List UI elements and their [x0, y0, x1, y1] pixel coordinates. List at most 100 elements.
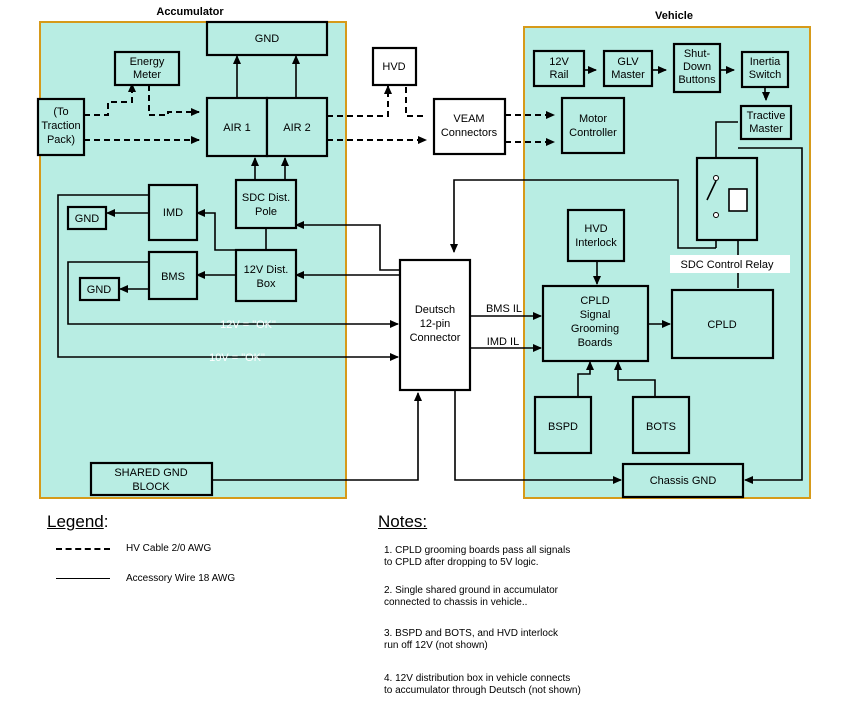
hvd-box — [371, 46, 418, 87]
gnd-imd-box — [66, 205, 108, 231]
hvd-interlock-label-2: Interlock — [575, 237, 617, 249]
deutsch-label-2: 12-pin — [420, 318, 451, 330]
vehicle-title: Vehicle — [655, 10, 693, 22]
chassis-gnd-box — [621, 462, 745, 499]
relay-switch-arm — [706, 180, 717, 201]
inertia-switch-label-1: Inertia — [750, 56, 781, 68]
hvd-interlock-box — [566, 208, 626, 263]
air2-box — [265, 96, 329, 158]
veam-label-2: Connectors — [441, 127, 498, 139]
imd-il-label: IMD IL — [487, 336, 519, 348]
dist-box-label-2: Box — [257, 278, 276, 290]
legend-wire-row: Accessory Wire 18 AWG — [56, 573, 235, 584]
shared-gnd-label-1: SHARED GND — [114, 467, 187, 479]
glv-master-box — [602, 49, 654, 88]
imd-label: IMD — [163, 207, 183, 219]
deutsch-connector-box — [398, 258, 472, 392]
sdc-pole-label-2: Pole — [255, 206, 277, 218]
hvd-interlock-label-1: HVD — [584, 223, 607, 235]
traction-pack-label-1: (To — [53, 106, 68, 118]
motor-controller-label-1: Motor — [579, 113, 607, 125]
gnd-bms-label: GND — [87, 284, 112, 296]
shutdown-label-2: Down — [683, 61, 711, 73]
energy-meter-box — [113, 50, 181, 87]
note-4: 4. 12V distribution box in vehicle conne… — [384, 673, 581, 696]
relay-coil — [728, 188, 748, 212]
grooming-label-2: Signal — [580, 309, 611, 321]
legend-title-text: Legend — [47, 512, 104, 531]
note-2: 2. Single shared ground in accumulator c… — [384, 585, 558, 608]
dist-box-12v — [234, 248, 298, 303]
deutsch-label-1: Deutsch — [415, 304, 455, 316]
sdc-control-relay-box — [695, 156, 759, 242]
gnd-top-label: GND — [255, 33, 280, 45]
ok-12v-label: 12V = "OK" — [220, 319, 276, 331]
air1-box — [205, 96, 269, 158]
legend-title: Legend: — [47, 512, 108, 532]
motor-controller-box — [560, 96, 626, 155]
gnd-top-box — [205, 20, 329, 57]
veam-label-1: VEAM — [453, 113, 484, 125]
sdc-dist-pole-box — [234, 178, 298, 230]
notes-title: Notes: — [378, 512, 428, 531]
sdc-pole-label-1: SDC Dist. — [242, 192, 290, 204]
bots-box — [631, 395, 691, 455]
shutdown-buttons-box — [672, 42, 722, 94]
legend-title-colon: : — [103, 512, 109, 531]
rail-12v-label-1: 12V — [549, 56, 569, 68]
bms-label: BMS — [161, 271, 185, 283]
sdc-relay-label: SDC Control Relay — [681, 259, 774, 271]
shutdown-label-1: Shut- — [684, 48, 711, 60]
grooming-label-1: CPLD — [580, 295, 609, 307]
gnd-bms-box — [78, 276, 121, 302]
bspd-box — [533, 395, 593, 455]
motor-controller-label-2: Controller — [569, 127, 617, 139]
grooming-label-4: Boards — [578, 337, 613, 349]
solid-line-swatch — [56, 578, 110, 579]
shared-gnd-label-2: BLOCK — [132, 481, 170, 493]
dashed-line-swatch — [56, 547, 110, 550]
relay-contact-top — [713, 175, 719, 181]
cpld-box — [670, 288, 775, 360]
energy-meter-label-2: Meter — [133, 69, 161, 81]
shared-gnd-block — [89, 461, 214, 497]
traction-pack-label-3: Pack) — [47, 134, 75, 146]
note-1: 1. CPLD grooming boards pass all signals… — [384, 545, 571, 568]
sdc-relay-label-bg — [670, 255, 790, 273]
dist-box-label-1: 12V Dist. — [244, 264, 289, 276]
tractive-master-label-2: Master — [749, 123, 783, 135]
bms-il-label: BMS IL — [486, 303, 522, 315]
energy-meter-label-1: Energy — [130, 56, 165, 68]
rail-12v-box — [532, 49, 586, 88]
accumulator-title: Accumulator — [156, 6, 224, 18]
bms-box — [147, 250, 199, 301]
glv-master-label-2: Master — [611, 69, 645, 81]
cpld-label: CPLD — [707, 319, 736, 331]
ok-10v-label: 10V = "OK" — [209, 352, 265, 364]
glv-master-label-1: GLV — [617, 56, 639, 68]
inertia-switch-box — [740, 50, 790, 89]
bots-label: BOTS — [646, 421, 676, 433]
rail-12v-label-2: Rail — [550, 69, 569, 81]
cpld-grooming-box — [541, 284, 650, 363]
veam-connectors-box — [432, 97, 507, 156]
tractive-master-label-1: Tractive — [747, 110, 786, 122]
shutdown-label-3: Buttons — [678, 74, 716, 86]
gnd-imd-label: GND — [75, 213, 100, 225]
legend-hv-label: HV Cable 2/0 AWG — [126, 543, 212, 554]
note-3: 3. BSPD and BOTS, and HVD interlock run … — [384, 628, 558, 651]
traction-pack-label-2: Traction — [41, 120, 80, 132]
relay-contact-bottom — [713, 212, 719, 218]
bspd-label: BSPD — [548, 421, 578, 433]
air2-label: AIR 2 — [283, 122, 311, 134]
chassis-gnd-label: Chassis GND — [650, 475, 717, 487]
air1-label: AIR 1 — [223, 122, 251, 134]
deutsch-label-3: Connector — [410, 332, 461, 344]
imd-box — [147, 183, 199, 242]
hvd-label: HVD — [382, 61, 405, 73]
tractive-master-box — [739, 104, 793, 141]
legend-wire-label: Accessory Wire 18 AWG — [126, 573, 236, 584]
traction-pack-box — [36, 97, 86, 157]
inertia-switch-label-2: Switch — [749, 69, 781, 81]
